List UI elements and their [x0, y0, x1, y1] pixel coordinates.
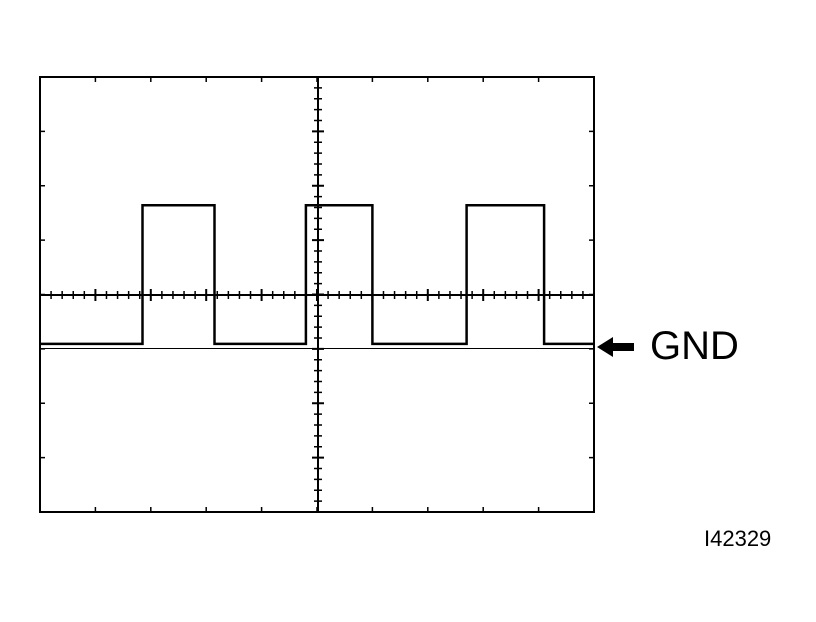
figure-id-label: I42329 [704, 526, 772, 551]
signal-trace [40, 204, 594, 346]
gnd-label: GND [650, 324, 739, 368]
gnd-arrow-icon [597, 337, 634, 357]
square-wave-trace [40, 204, 594, 346]
center-axes [40, 77, 594, 512]
